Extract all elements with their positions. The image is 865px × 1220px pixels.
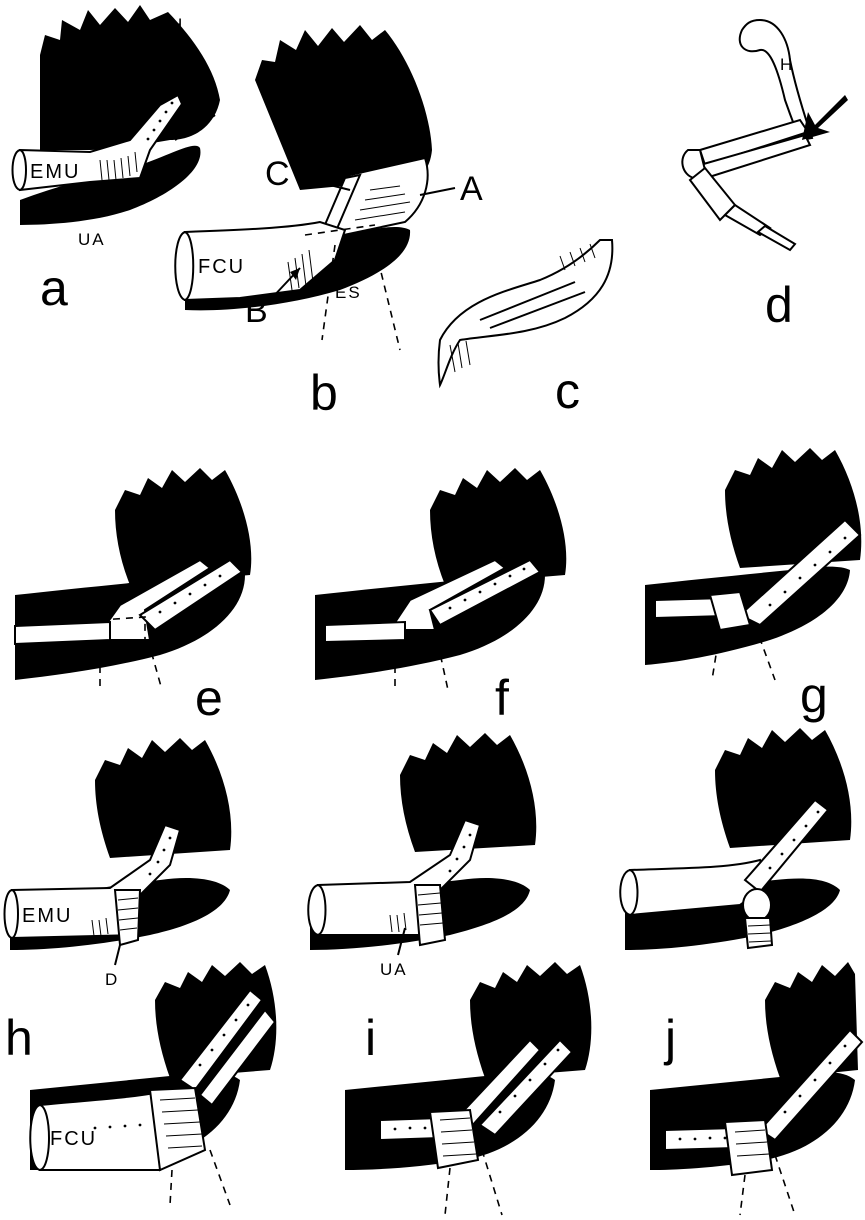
panel-i-letter: i — [365, 1010, 376, 1066]
panel-g-letter: g — [800, 667, 828, 723]
panel-d-label-h: H — [780, 55, 794, 74]
panel-d-letter: d — [765, 277, 793, 333]
panel-b-label-c: C — [265, 155, 290, 193]
panel-b-letter: b — [310, 365, 338, 421]
panel-h-bottom-dash-2 — [210, 1150, 230, 1205]
panel-b-label-es: ES — [335, 283, 362, 302]
panel-a-letter: a — [40, 260, 68, 316]
panel-d: H d — [682, 20, 848, 333]
panel-h-label-emu: EMU — [22, 905, 72, 927]
panel-b-label-b: B — [245, 292, 268, 330]
panel-i-bottom-dash-2 — [482, 1150, 502, 1215]
panel-c-twisted-graft — [439, 240, 613, 385]
panel-e-letter: e — [195, 670, 223, 726]
panel-j-bottom-dash-1 — [740, 1175, 745, 1215]
panel-f-rod — [325, 622, 405, 642]
panel-i-label-ua: UA — [380, 960, 408, 979]
panel-i-bottom-dash-1 — [445, 1168, 450, 1215]
panel-h-bottom-band — [150, 1088, 205, 1170]
panel-b: C A B FCU ES b — [175, 25, 483, 421]
panel-j-top-humeral-muscle — [715, 728, 851, 848]
panel-j-bottom-band — [725, 1120, 772, 1175]
panel-i: UA i — [308, 733, 591, 1215]
panel-j: j — [620, 728, 862, 1215]
panel-b-label-a: A — [460, 170, 483, 208]
panel-a-label-h: H — [170, 15, 184, 34]
panel-a-label-emu: EMU — [30, 161, 80, 183]
panel-d-digit-tip — [758, 226, 795, 250]
panel-e-rod — [15, 622, 110, 644]
panel-j-top-muscle-end — [620, 870, 637, 915]
panel-j-bottom-dash-2 — [775, 1155, 795, 1215]
panel-g: g — [645, 448, 861, 723]
panel-c-letter: c — [555, 363, 580, 419]
panel-a-label-ua: UA — [78, 230, 106, 249]
panel-a-emu-end — [13, 150, 27, 190]
panel-h: EMU D h FCU — [5, 738, 277, 1205]
panel-h-top-emu-end — [5, 890, 19, 938]
panel-e: e — [15, 468, 251, 726]
panel-d-arrow — [802, 95, 848, 140]
panel-h-bottom-fcu-end — [30, 1105, 49, 1170]
panel-f-letter: f — [495, 670, 509, 726]
panel-h-bottom-dash-1 — [170, 1170, 172, 1205]
panel-c: c — [439, 240, 613, 419]
panel-h-label-d: D — [105, 970, 119, 989]
panel-j-letter: j — [663, 1010, 676, 1066]
panel-b-label-fcu: FCU — [198, 256, 245, 278]
panel-h-label-fcu: FCU — [50, 1128, 97, 1150]
panel-f: f — [315, 468, 566, 726]
panel-b-fcu-end — [175, 232, 193, 300]
panel-h-letter: h — [5, 1010, 33, 1066]
panel-i-top-muscle-end — [308, 885, 325, 935]
panel-j-top-knot — [743, 889, 771, 921]
panel-h-pointer-d — [115, 945, 120, 965]
